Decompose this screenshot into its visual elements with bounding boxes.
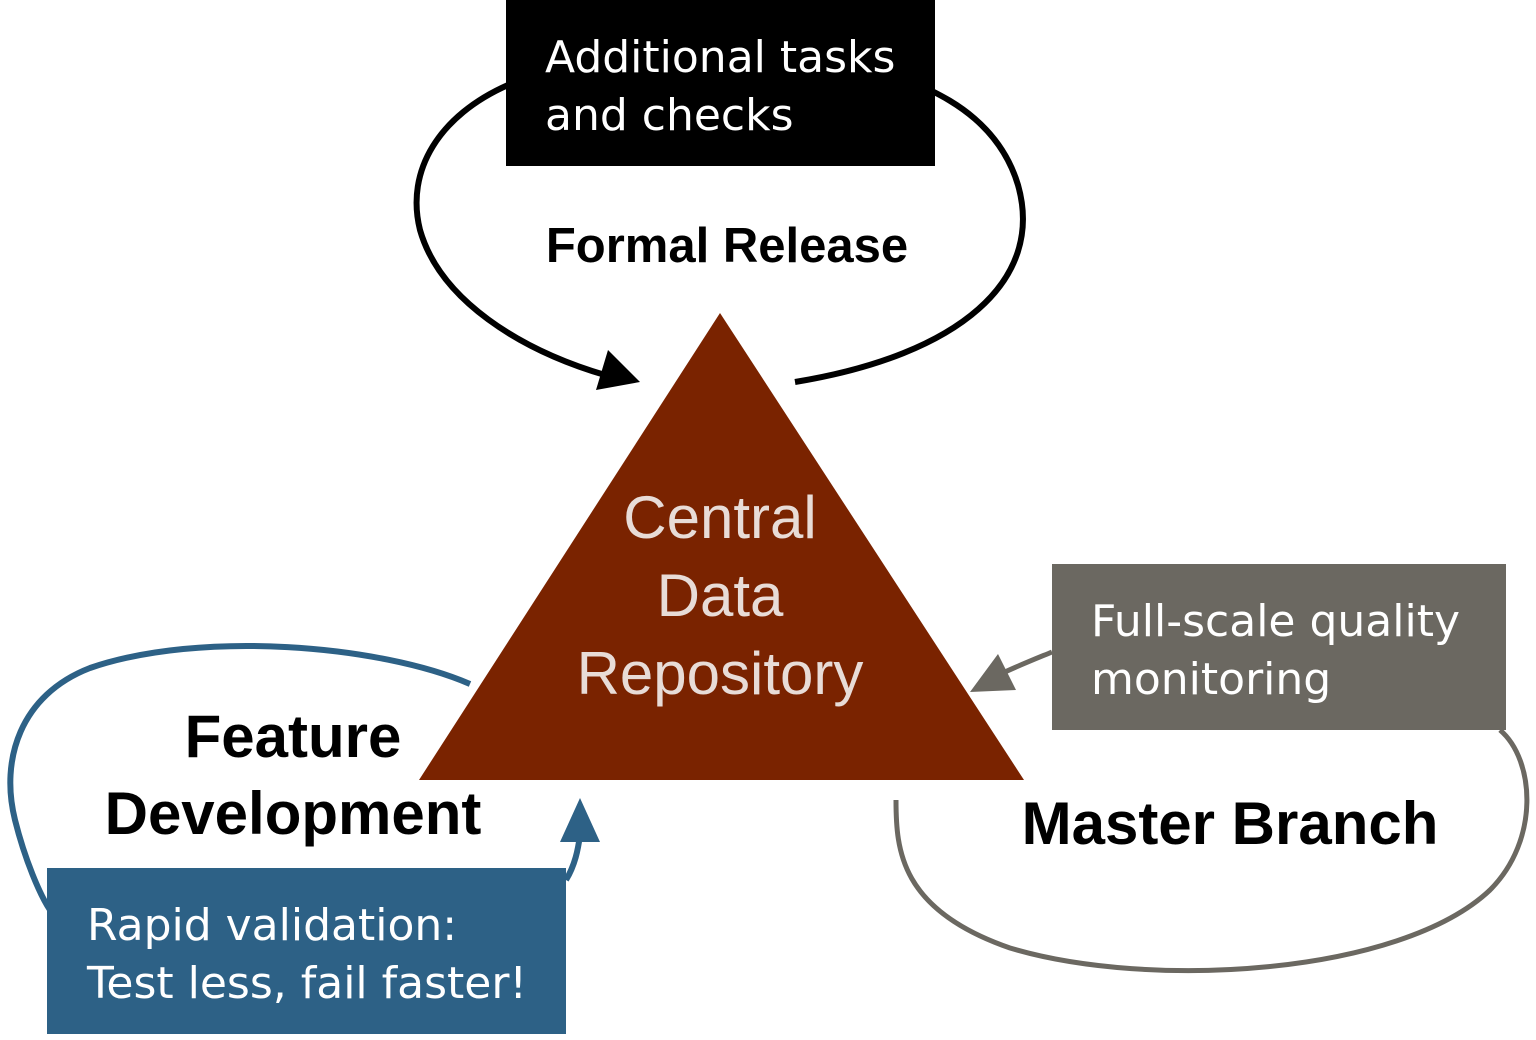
release-note-line-2: and checks xyxy=(545,90,794,141)
master-label: Master Branch xyxy=(1022,790,1439,857)
release-note-line-1: Additional tasks xyxy=(545,32,895,83)
master-loop-arc xyxy=(893,728,1530,974)
feature-arrowhead xyxy=(560,798,600,842)
master-note-line-2: monitoring xyxy=(1091,654,1331,705)
master-loop-arc-top xyxy=(1003,649,1053,675)
feature-label-line-1: Feature xyxy=(185,703,402,770)
feature-note-line-2: Test less, fail faster! xyxy=(86,958,527,1009)
central-label-line-1: Central xyxy=(623,484,816,551)
release-loop-arc xyxy=(794,87,1026,385)
feature-label-line-2: Development xyxy=(105,780,482,847)
master-arrowhead xyxy=(970,654,1016,692)
release-note-box xyxy=(506,0,935,166)
central-label-line-2: Data xyxy=(657,562,784,629)
feature-loop-arc xyxy=(7,642,472,912)
feature-note-box xyxy=(47,868,566,1034)
release-label: Formal Release xyxy=(546,219,908,273)
release-loop-arc-left xyxy=(413,82,606,378)
master-note-box xyxy=(1052,564,1506,730)
central-label-line-3: Repository xyxy=(577,640,864,707)
master-note-line-1: Full-scale quality xyxy=(1091,596,1460,647)
release-arrowhead xyxy=(596,350,640,390)
feature-note-line-1: Rapid validation: xyxy=(87,900,457,951)
central-triangle xyxy=(419,313,1024,780)
